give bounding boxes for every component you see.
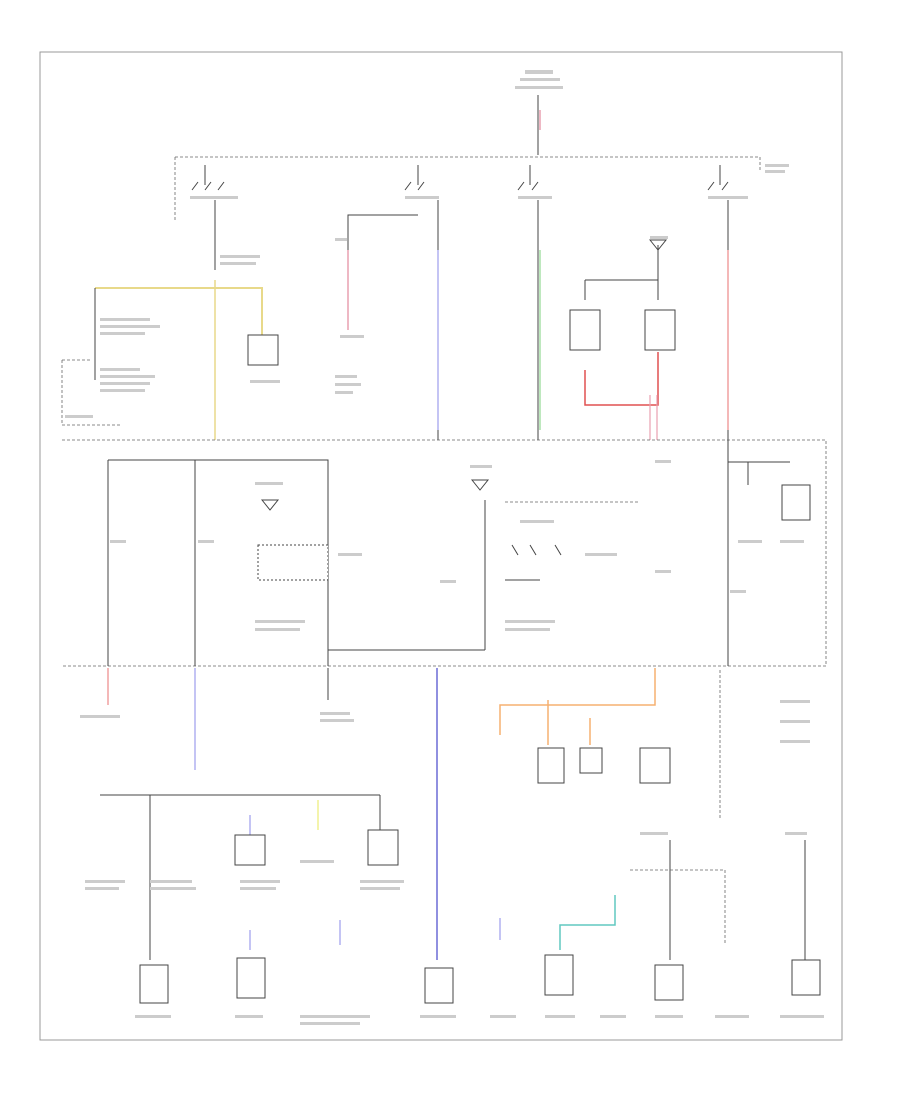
switch-head-3 [517, 165, 552, 440]
component-box-b [569, 309, 601, 351]
component-box-m [537, 747, 565, 784]
upper-right-components [569, 236, 676, 351]
component-box-l [791, 959, 821, 996]
top-power-source [515, 70, 563, 155]
top-dashed-bus [174, 156, 789, 220]
lower-colored-wires [107, 668, 656, 960]
component-box-n [639, 747, 671, 784]
middle-right-boxes [728, 461, 811, 593]
lower-bus-left [80, 668, 381, 960]
component-box-e [234, 834, 266, 866]
lower-component-boxes [139, 747, 821, 1004]
diagram-frame [39, 51, 843, 1041]
lower-right-wiring [630, 670, 807, 960]
component-box-d [781, 484, 811, 521]
component-box-c [644, 309, 676, 351]
middle-dashed-box [62, 439, 827, 667]
component-box-j [544, 954, 574, 996]
lower-label-blocks [85, 700, 824, 1025]
upper-colored-wires [95, 250, 729, 440]
component-box-i [424, 967, 454, 1004]
middle-relays [110, 460, 671, 631]
component-box-h [236, 957, 266, 999]
component-box-g [139, 964, 169, 1004]
component-box-o [579, 747, 603, 774]
switch-head-2 [404, 165, 439, 440]
upper-left-components [61, 255, 280, 426]
component-box-k [654, 964, 684, 1001]
relay-box-left [257, 544, 329, 581]
component-box-f [367, 829, 399, 866]
switch-head-1 [190, 165, 238, 270]
upper-mid-components [335, 214, 418, 394]
component-box-a [247, 334, 279, 366]
